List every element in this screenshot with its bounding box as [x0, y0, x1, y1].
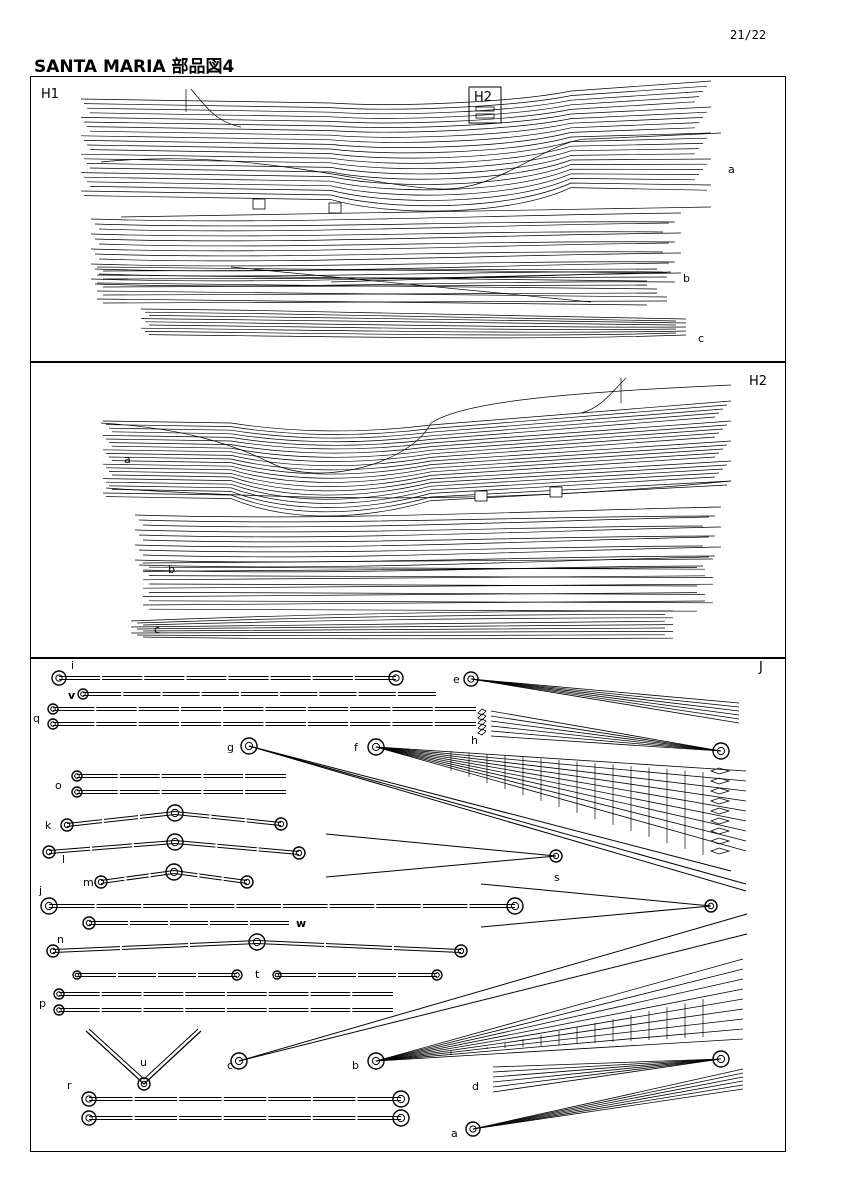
h2-port-2 [549, 486, 563, 498]
j-label-p: p [39, 997, 46, 1010]
h2-inset-label: H2 [474, 90, 492, 105]
h1-strips-c [140, 308, 687, 339]
h1-label-b: b [683, 272, 690, 285]
h2-strips-c [130, 610, 674, 640]
h2-hull-a-planks [100, 377, 732, 517]
h2-panel-label: H2 [749, 374, 767, 389]
j-label-f: f [354, 741, 359, 754]
h1-port-2 [328, 202, 342, 214]
j-label-j: j [38, 884, 42, 897]
j-label-m: m [83, 876, 94, 889]
h1-drawing: H1 H2 a b c [41, 80, 735, 345]
h1-panel-label: H1 [41, 87, 59, 102]
j-rigging-left [40, 670, 524, 1127]
j-labels: i v q o k l m j w n t p u r e h g f s c … [33, 659, 560, 1140]
h2-label-b: b [168, 563, 175, 576]
j-drawing: J i v q o k l m j w n t p u r e h g f s … [33, 659, 763, 1140]
j-label-l: l [62, 853, 65, 866]
h1-hull-a-planks [80, 80, 722, 218]
j-label-g: g [227, 741, 234, 754]
page-number: 21/22 [730, 28, 767, 42]
h1-port-1 [252, 198, 266, 210]
panel-h1: H1 H2 a b c [30, 76, 786, 362]
j-label-v: v [68, 689, 76, 702]
j-label-t: t [255, 968, 260, 981]
j-rigging-right [230, 671, 748, 1137]
j-label-o: o [55, 779, 62, 792]
page-title: SANTA MARIA 部品図4 [34, 57, 235, 77]
panel-j: J i v q o k l m j w n t p u r e h g f s … [30, 658, 786, 1152]
j-label-w: w [296, 917, 306, 930]
j-panel-label: J [758, 660, 763, 675]
h2-port-1 [474, 490, 488, 502]
h1-strips-b [90, 212, 682, 306]
h1-label-a: a [728, 163, 735, 176]
j-label-k: k [45, 819, 52, 832]
h1-label-c: c [698, 332, 704, 345]
j-label-r: r [67, 1079, 72, 1092]
h2-strips-b [134, 506, 722, 612]
j-label-s: s [554, 871, 560, 884]
j-label-n: n [57, 933, 64, 946]
j-label-e: e [453, 673, 460, 686]
j-label-h: h [471, 734, 478, 747]
j-label-b: b [352, 1059, 359, 1072]
j-label-i: i [71, 659, 74, 672]
h2-drawing: H2 a b c [100, 374, 767, 640]
j-label-c: c [227, 1059, 233, 1072]
panel-h2: H2 a b c [30, 362, 786, 658]
j-label-q: q [33, 712, 40, 725]
j-label-u: u [140, 1056, 147, 1069]
j-label-a: a [451, 1127, 458, 1140]
h2-label-c: c [154, 623, 160, 636]
j-label-d: d [472, 1080, 479, 1093]
h2-label-a: a [124, 453, 131, 466]
